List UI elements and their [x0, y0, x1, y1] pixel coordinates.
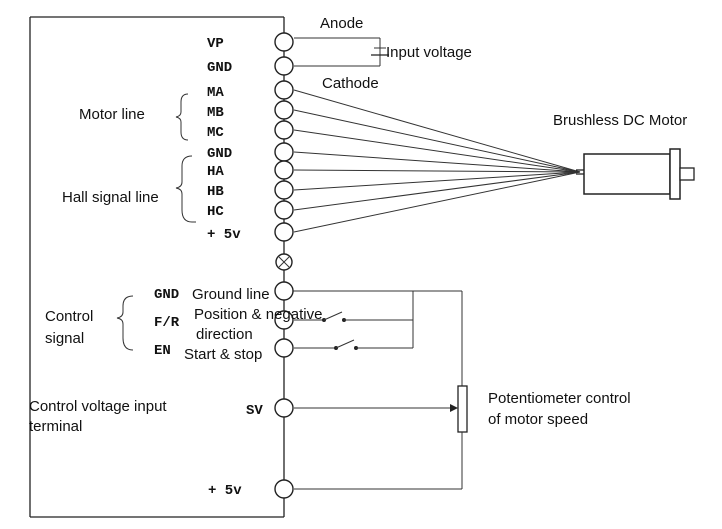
- terminal-gnd-control: [274, 281, 294, 301]
- label-gnd-power: GND: [207, 60, 232, 76]
- position-negative-label-2: direction: [196, 326, 253, 343]
- label-hc: HC: [207, 204, 224, 220]
- terminal-hb: [274, 180, 294, 200]
- terminal-unused: [275, 253, 293, 271]
- control-wiring: [284, 290, 468, 490]
- cathode-label: Cathode: [322, 75, 379, 92]
- label-mb: MB: [207, 105, 224, 121]
- terminal-vp: [274, 32, 294, 52]
- terminal-mb: [274, 100, 294, 120]
- position-negative-label-1: Position & negative: [194, 306, 322, 323]
- terminal-sv: [274, 398, 294, 418]
- power-supply-wiring: [294, 37, 389, 67]
- brushless-motor: [576, 148, 695, 200]
- label-gnd-control: GND: [154, 287, 179, 303]
- control-signal-label-2: signal: [45, 330, 84, 347]
- motor-line-label: Motor line: [79, 106, 145, 123]
- terminal-fr: [274, 310, 294, 330]
- braces: [116, 93, 196, 351]
- label-en: EN: [154, 343, 171, 359]
- terminal-plus5v-hall: [274, 222, 294, 242]
- input-voltage-label: Input voltage: [386, 44, 472, 61]
- terminal-ma: [274, 80, 294, 100]
- terminal-ha: [274, 160, 294, 180]
- potentiometer-label-2: of motor speed: [488, 411, 588, 428]
- label-plus5v-pot: + 5v: [208, 483, 242, 499]
- terminals: [274, 32, 294, 499]
- label-mc: MC: [207, 125, 224, 141]
- motor-wire-fan: [293, 89, 581, 233]
- terminal-en: [274, 338, 294, 358]
- anode-label: Anode: [320, 15, 363, 32]
- label-ha: HA: [207, 164, 224, 180]
- terminal-gnd-power: [274, 56, 294, 76]
- start-stop-label: Start & stop: [184, 346, 262, 363]
- label-ma: MA: [207, 85, 224, 101]
- terminal-gnd-hall: [274, 142, 294, 162]
- hall-signal-line-label: Hall signal line: [62, 189, 159, 206]
- label-vp: VP: [207, 36, 224, 52]
- terminal-plus5v-pot: [274, 479, 294, 499]
- label-fr: F/R: [154, 315, 180, 331]
- potentiometer-label-1: Potentiometer control: [488, 390, 631, 407]
- label-gnd-hall: GND: [207, 146, 232, 162]
- control-signal-label-1: Control: [45, 308, 93, 325]
- label-hb: HB: [207, 184, 224, 200]
- terminal-hc: [274, 200, 294, 220]
- controller-box: [29, 16, 285, 518]
- control-voltage-label-2: terminal: [29, 418, 82, 435]
- label-plus5v-hall: + 5v: [207, 227, 241, 243]
- control-voltage-label-1: Control voltage input: [29, 398, 167, 415]
- terminal-mc: [274, 120, 294, 140]
- brushless-motor-label: Brushless DC Motor: [553, 112, 687, 129]
- label-sv: SV: [246, 403, 263, 419]
- ground-line-label: Ground line: [192, 286, 270, 303]
